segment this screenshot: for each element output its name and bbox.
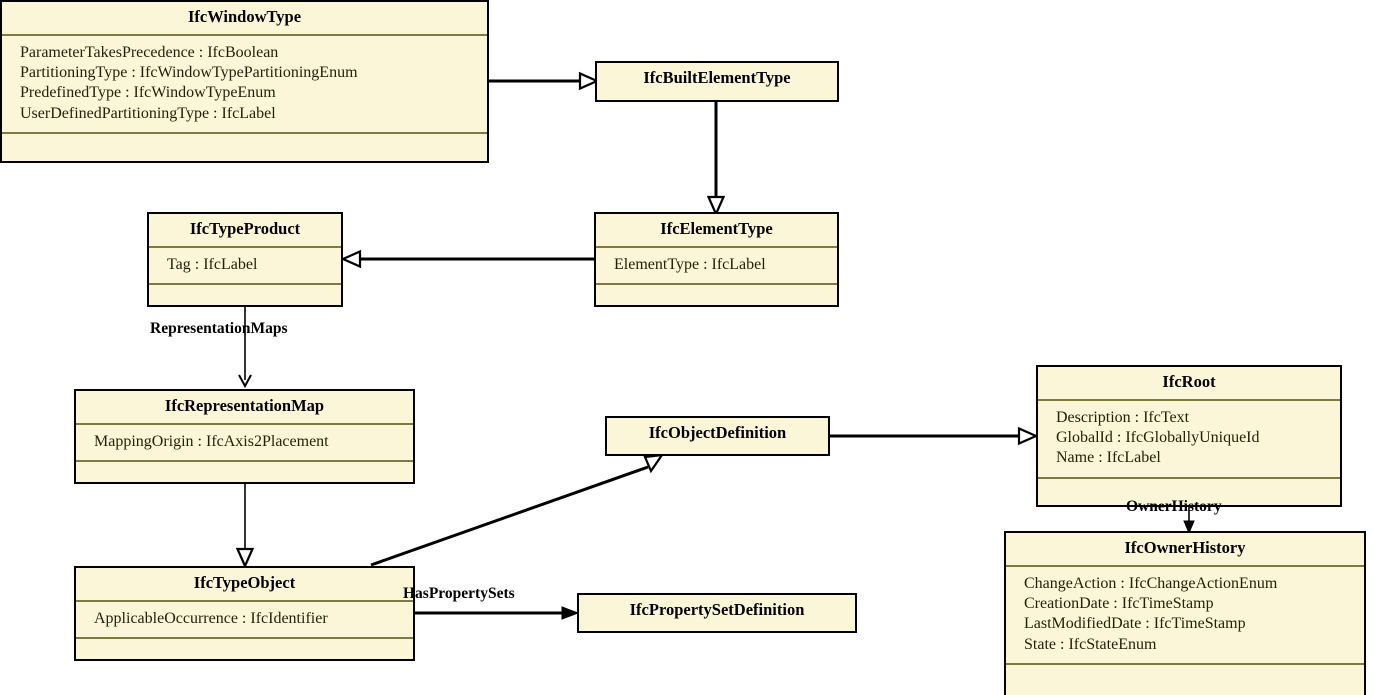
- class-attributes-compartment: Tag : IfcLabel: [149, 245, 341, 283]
- class-box-ifc-element-type[interactable]: IfcElementType ElementType : IfcLabel: [594, 212, 839, 307]
- class-attributes-compartment: ApplicableOccurrence : IfcIdentifier: [76, 599, 413, 637]
- class-attribute: State : IfcStateEnum: [1024, 635, 1157, 653]
- class-operations-compartment: [596, 282, 837, 303]
- class-attributes-compartment: MappingOrigin : IfcAxis2Placement: [76, 422, 413, 460]
- edge-typeproduct-to-representationmap: [238, 307, 252, 389]
- class-title-compartment: IfcBuiltElementType: [597, 63, 837, 95]
- class-operations-compartment: [1038, 476, 1340, 497]
- edge-label-representation-maps: RepresentationMaps: [150, 320, 288, 337]
- class-attribute: PartitioningType : IfcWindowTypePartitio…: [20, 63, 358, 81]
- class-box-ifc-object-definition[interactable]: IfcObjectDefinition: [605, 416, 830, 456]
- class-name: IfcElementType: [660, 219, 773, 238]
- class-title-compartment: IfcRepresentationMap: [76, 391, 413, 423]
- class-box-ifc-property-set-definition[interactable]: IfcPropertySetDefinition: [577, 593, 857, 633]
- edge-label-has-property-sets: HasPropertySets: [403, 585, 515, 602]
- class-operations-compartment: [149, 282, 341, 303]
- class-attribute: ParameterTakesPrecedence : IfcBoolean: [20, 43, 279, 61]
- edge-typeobject-to-objectdefinition: [370, 453, 665, 567]
- class-operations-compartment: [76, 459, 413, 480]
- class-attribute: CreationDate : IfcTimeStamp: [1024, 594, 1214, 612]
- edge-typeobject-to-propertysetdefinition: [415, 606, 580, 620]
- class-name: IfcObjectDefinition: [648, 423, 787, 442]
- class-title-compartment: IfcOwnerHistory: [1006, 533, 1364, 565]
- class-attributes-compartment: ParameterTakesPrecedence : IfcBoolean Pa…: [2, 33, 487, 133]
- class-name: IfcTypeObject: [193, 573, 296, 592]
- class-operations-compartment: [76, 636, 413, 657]
- class-title-compartment: IfcElementType: [596, 214, 837, 246]
- class-operations-compartment: [2, 132, 487, 153]
- class-name: IfcBuiltElementType: [643, 68, 791, 87]
- edge-label-owner-history: OwnerHistory: [1126, 498, 1222, 515]
- class-attribute: Description : IfcText: [1056, 408, 1190, 426]
- class-box-ifc-type-product[interactable]: IfcTypeProduct Tag : IfcLabel: [147, 212, 343, 307]
- class-name: IfcWindowType: [187, 7, 302, 26]
- edge-objectdefinition-to-root: [830, 426, 1039, 446]
- class-name: IfcPropertySetDefinition: [629, 600, 805, 619]
- edge-representationmap-to-typeobject: [235, 484, 255, 569]
- class-attribute: ApplicableOccurrence : IfcIdentifier: [94, 609, 328, 627]
- class-attribute: LastModifiedDate : IfcTimeStamp: [1024, 615, 1246, 633]
- class-name: IfcOwnerHistory: [1124, 538, 1246, 557]
- class-attribute: UserDefinedPartitioningType : IfcLabel: [20, 104, 276, 122]
- class-box-ifc-built-element-type[interactable]: IfcBuiltElementType: [595, 61, 839, 102]
- class-box-ifc-type-object[interactable]: IfcTypeObject ApplicableOccurrence : Ifc…: [74, 566, 415, 661]
- class-box-ifc-owner-history[interactable]: IfcOwnerHistory ChangeAction : IfcChange…: [1004, 531, 1366, 695]
- class-title-compartment: IfcTypeObject: [76, 568, 413, 600]
- class-title-compartment: IfcTypeProduct: [149, 214, 341, 246]
- class-box-ifc-window-type[interactable]: IfcWindowType ParameterTakesPrecedence :…: [0, 0, 489, 163]
- class-box-ifc-representation-map[interactable]: IfcRepresentationMap MappingOrigin : Ifc…: [74, 389, 415, 484]
- class-title-compartment: IfcRoot: [1038, 367, 1340, 399]
- class-attribute: Name : IfcLabel: [1056, 449, 1161, 467]
- class-attribute: MappingOrigin : IfcAxis2Placement: [94, 432, 329, 450]
- class-name: IfcTypeProduct: [189, 219, 301, 238]
- class-attribute: PredefinedType : IfcWindowTypeEnum: [20, 84, 276, 102]
- class-attribute: GlobalId : IfcGloballyUniqueId: [1056, 428, 1260, 446]
- edge-windowtype-to-builtelementtype: [489, 71, 600, 91]
- edge-elementtype-to-typeproduct: [340, 249, 594, 269]
- class-title-compartment: IfcPropertySetDefinition: [579, 595, 855, 627]
- edge-builtelementtype-to-elementtype: [706, 101, 726, 217]
- class-box-ifc-root[interactable]: IfcRoot Description : IfcText GlobalId :…: [1036, 365, 1342, 507]
- class-name: IfcRoot: [1162, 372, 1216, 391]
- class-title-compartment: IfcObjectDefinition: [607, 418, 828, 450]
- class-attribute: ElementType : IfcLabel: [614, 255, 766, 273]
- class-operations-compartment: [1006, 663, 1364, 684]
- class-attribute: Tag : IfcLabel: [167, 255, 258, 273]
- class-attribute: ChangeAction : IfcChangeActionEnum: [1024, 574, 1278, 592]
- class-attributes-compartment: Description : IfcText GlobalId : IfcGlob…: [1038, 398, 1340, 477]
- class-name: IfcRepresentationMap: [164, 396, 325, 415]
- class-attributes-compartment: ChangeAction : IfcChangeActionEnum Creat…: [1006, 564, 1364, 664]
- class-title-compartment: IfcWindowType: [2, 2, 487, 34]
- class-attributes-compartment: ElementType : IfcLabel: [596, 245, 837, 283]
